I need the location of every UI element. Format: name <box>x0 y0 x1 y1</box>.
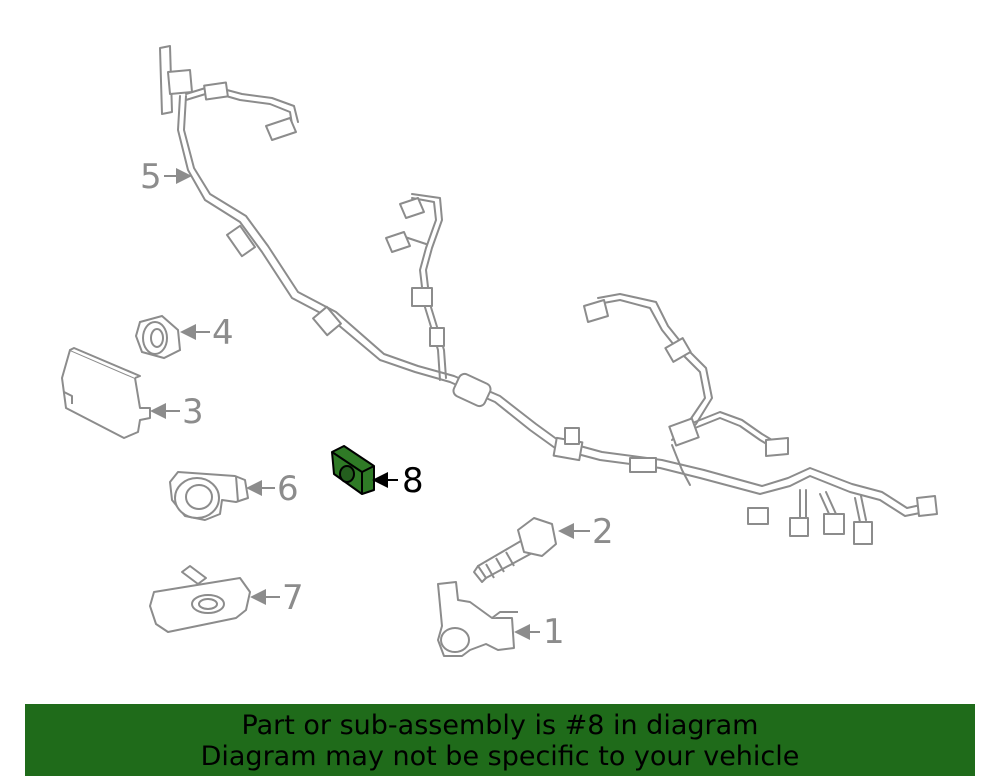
banner-line-1: Part or sub-assembly is #8 in diagram <box>241 710 759 741</box>
module-part <box>61 347 151 439</box>
sensor-elbow-part <box>169 471 249 521</box>
callout-2: 2 <box>592 512 614 552</box>
callout-1: 1 <box>543 612 565 652</box>
sensor-bracket-part <box>437 581 518 657</box>
callout-arrows <box>150 168 590 640</box>
callout-3: 3 <box>182 392 204 432</box>
bolt-part <box>473 517 557 583</box>
clip-part <box>134 314 182 360</box>
callout-4: 4 <box>212 313 234 353</box>
bezel-part <box>149 565 251 633</box>
callout-7: 7 <box>282 578 304 618</box>
highlighted-part-8 <box>331 445 375 495</box>
callout-labels: 1 2 3 4 5 6 7 8 <box>140 157 614 652</box>
banner-line-2: Diagram may not be specific to your vehi… <box>200 741 800 772</box>
callout-5: 5 <box>140 157 162 197</box>
callout-6: 6 <box>277 469 299 509</box>
wiring-harness <box>159 45 938 545</box>
callout-8: 8 <box>402 461 424 501</box>
info-banner: Part or sub-assembly is #8 in diagram Di… <box>25 704 975 776</box>
